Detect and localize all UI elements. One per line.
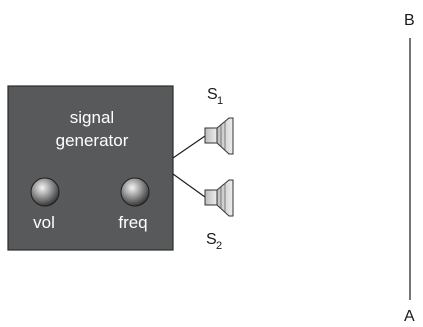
speaker-s1-magnet <box>204 127 218 144</box>
wire-to-s1 <box>172 135 206 159</box>
generator-title-line1: signal <box>70 108 114 127</box>
speaker-s1-cone-ridge <box>220 121 226 150</box>
speaker-s2-magnet <box>204 189 218 206</box>
volume-label: vol <box>33 213 55 232</box>
speaker-s2-label: S <box>206 231 217 248</box>
frequency-label: freq <box>118 213 147 232</box>
speaker-s1-label: S <box>207 86 218 103</box>
signal-generator: signal generator vol freq <box>7 85 174 251</box>
generator-title-line2: generator <box>56 131 129 150</box>
volume-knob[interactable] <box>30 177 60 207</box>
speaker-s1-subscript: 1 <box>217 95 223 107</box>
speaker-s2-cone-ridge <box>220 183 226 212</box>
point-a-label: A <box>404 308 415 325</box>
point-b-label: B <box>404 12 415 29</box>
speaker-s2-subscript: 2 <box>216 240 222 252</box>
speaker-s2 <box>204 179 234 217</box>
speaker-s1 <box>204 117 234 155</box>
frequency-knob[interactable] <box>120 177 150 207</box>
wires <box>172 135 206 198</box>
generator-box <box>7 85 174 251</box>
wire-to-s2 <box>172 173 206 198</box>
